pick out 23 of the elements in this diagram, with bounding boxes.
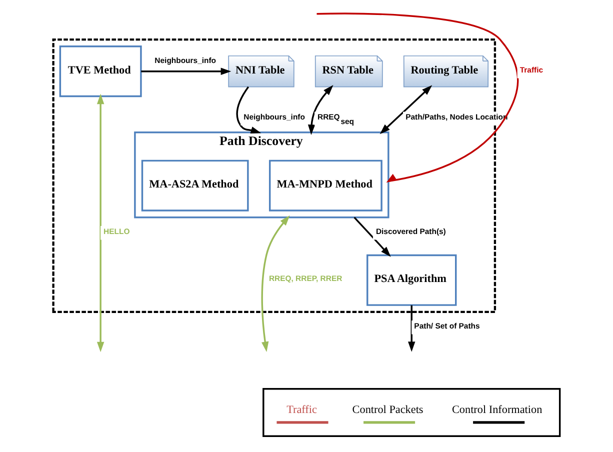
legend-label: Traffic: [286, 404, 316, 416]
arrow: [96, 94, 104, 352]
edge-label: HELLO: [103, 226, 130, 236]
arrow: [353, 216, 390, 257]
arrow: [260, 215, 290, 352]
arrow: [307, 85, 333, 135]
arrow: [236, 86, 261, 134]
edge-label: Traffic: [519, 65, 543, 74]
edge-label: Neighbours_info: [154, 56, 216, 65]
legend-label: Control Packets: [352, 404, 423, 416]
legend-label: Control Information: [451, 404, 542, 416]
arrow: [316, 12, 518, 183]
edge-label: RREQ, RREP, RRER: [268, 274, 342, 284]
arrow: [140, 68, 231, 75]
edge-label: Neighbours_info: [243, 112, 304, 122]
node-box: MA-AS2A Method: [140, 160, 248, 212]
node-box: TVE Method: [58, 46, 142, 98]
arrow: [379, 85, 432, 134]
edge-label: Discovered Path(s): [375, 226, 446, 236]
node-box: MA-MNPD Method: [268, 160, 382, 212]
arrow: [408, 305, 415, 352]
edge-label: Path/ Set of Paths: [414, 321, 480, 330]
node-box: PSA Algorithm: [366, 254, 456, 306]
